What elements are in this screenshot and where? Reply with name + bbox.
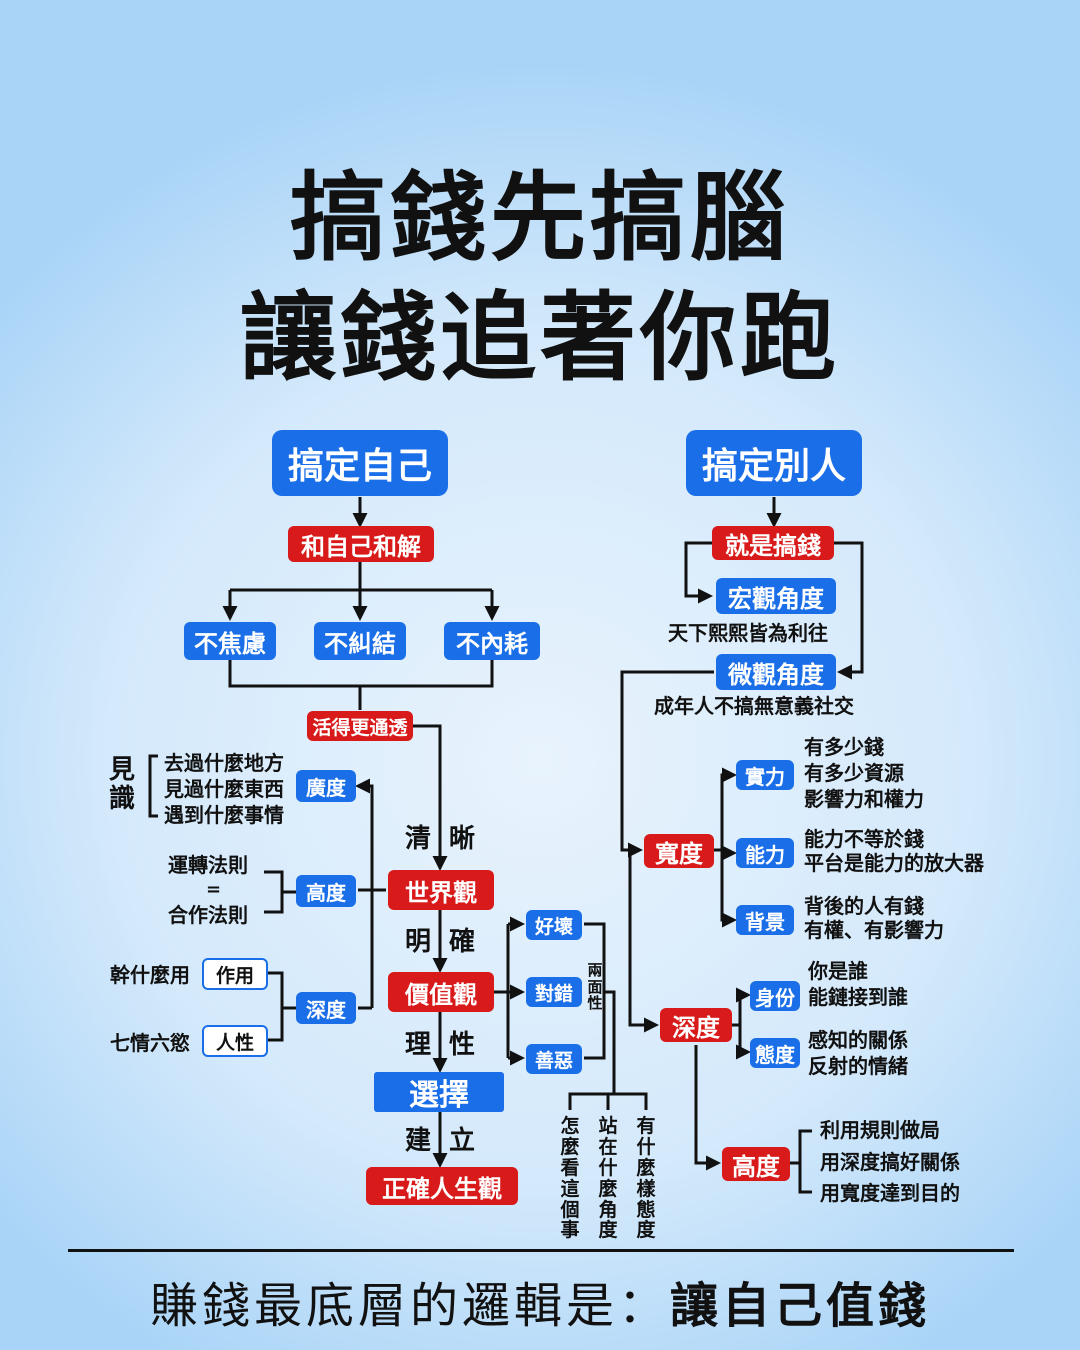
jianshi-item-2: 見過什麼東西 — [164, 777, 284, 801]
identity-item-2: 能鏈接到誰 — [808, 985, 908, 1009]
conn-clear-1: 清 — [405, 824, 432, 854]
depth-box: 深度 — [296, 992, 356, 1024]
strength-item-3: 影響力和權力 — [804, 787, 924, 811]
conn-definite-2: 確 — [449, 927, 476, 957]
depth-right-box: 深度 — [660, 1008, 732, 1042]
two-sides-label: 兩面性 — [587, 961, 603, 1012]
jianshi-item-1: 去過什麼地方 — [164, 751, 284, 775]
identity-item-1: 你是誰 — [808, 959, 868, 983]
good-bad-box: 好壞 — [526, 910, 582, 940]
vert-what-attitude: 有什麼樣態度 — [636, 1115, 656, 1242]
no-anxiety-box: 不焦慮 — [184, 622, 276, 660]
height-right-item-2: 用深度搞好關係 — [820, 1150, 960, 1174]
strength-item-1: 有多少錢 — [804, 735, 884, 759]
micro-text: 成年人不搞無意義社交 — [654, 694, 854, 718]
macro-text: 天下熙熙皆為利往 — [668, 621, 828, 645]
height-item-2: 合作法則 — [168, 903, 248, 927]
height-right-item-3: 用寬度達到目的 — [820, 1181, 960, 1205]
conn-rational-1: 理 — [405, 1030, 432, 1060]
head-others: 搞定別人 — [686, 430, 862, 496]
background-item-1: 背後的人有錢 — [804, 894, 924, 918]
vert-how-see: 怎麼看這個事 — [560, 1115, 580, 1242]
conn-definite-1: 明 — [405, 927, 432, 957]
reconcile-box: 和自己和解 — [288, 526, 434, 562]
choice-box: 選擇 — [374, 1072, 504, 1113]
attitude-box: 態度 — [750, 1038, 800, 1068]
identity-box: 身份 — [750, 981, 800, 1011]
background-item-2: 有權、有影響力 — [804, 918, 944, 942]
strength-item-2: 有多少資源 — [804, 761, 904, 785]
what-for-label: 幹什麼用 — [110, 963, 190, 987]
virtue-evil-box: 善惡 — [526, 1044, 582, 1074]
conn-build-2: 立 — [449, 1126, 476, 1156]
human-nature-box: 人性 — [202, 1025, 268, 1057]
values-box: 價值觀 — [388, 972, 494, 1012]
background-box: 背景 — [736, 905, 794, 935]
title-line-1: 搞錢先搞腦 — [290, 162, 790, 274]
attitude-item-2: 反射的情緒 — [808, 1054, 908, 1078]
no-tangle-box: 不糾結 — [314, 622, 406, 660]
micro-box: 微觀角度 — [716, 654, 836, 690]
make-money-box: 就是搞錢 — [712, 526, 834, 560]
live-clear-box: 活得更通透 — [307, 711, 413, 741]
seven-emotions-label: 七情六慾 — [110, 1031, 190, 1055]
jianshi-label: 見識 — [108, 755, 135, 814]
height-right-item-1: 利用規則做局 — [820, 1118, 940, 1142]
worldview-box: 世界觀 — [388, 870, 494, 910]
height-item-1: 運轉法則 — [168, 853, 248, 877]
title-line-2: 讓錢追著你跑 — [240, 282, 840, 394]
ability-item-1: 能力不等於錢 — [804, 827, 924, 851]
life-view-box: 正確人生觀 — [366, 1167, 518, 1205]
conn-rational-2: 性 — [449, 1030, 476, 1060]
conn-clear-2: 晰 — [449, 824, 476, 854]
attitude-item-1: 感知的關係 — [808, 1028, 908, 1052]
vert-which-angle: 站在什麼角度 — [598, 1115, 618, 1242]
conn-build-1: 建 — [405, 1126, 432, 1156]
breadth-box: 廣度 — [296, 770, 356, 802]
tagline-prefix: 賺錢最底層的邏輯是： — [149, 1278, 670, 1334]
height-right-box: 高度 — [722, 1147, 790, 1181]
tagline-highlight: 讓自己值錢 — [670, 1278, 931, 1334]
jianshi-item-3: 遇到什麼事情 — [164, 803, 284, 827]
no-drain-box: 不內耗 — [444, 622, 540, 660]
macro-box: 宏觀角度 — [716, 578, 836, 614]
head-self: 搞定自己 — [272, 430, 448, 496]
strength-box: 實力 — [736, 760, 794, 790]
height-item-equal: = — [206, 879, 222, 900]
effect-box: 作用 — [202, 958, 268, 990]
height-box: 高度 — [296, 875, 356, 907]
width-box: 寬度 — [644, 834, 714, 868]
bottom-tagline: 賺錢最底層的邏輯是：讓自己值錢 — [0, 1266, 1080, 1336]
right-wrong-box: 對錯 — [526, 977, 582, 1007]
ability-box: 能力 — [736, 838, 794, 868]
divider-line — [68, 1249, 1014, 1252]
ability-item-2: 平台是能力的放大器 — [804, 851, 984, 875]
